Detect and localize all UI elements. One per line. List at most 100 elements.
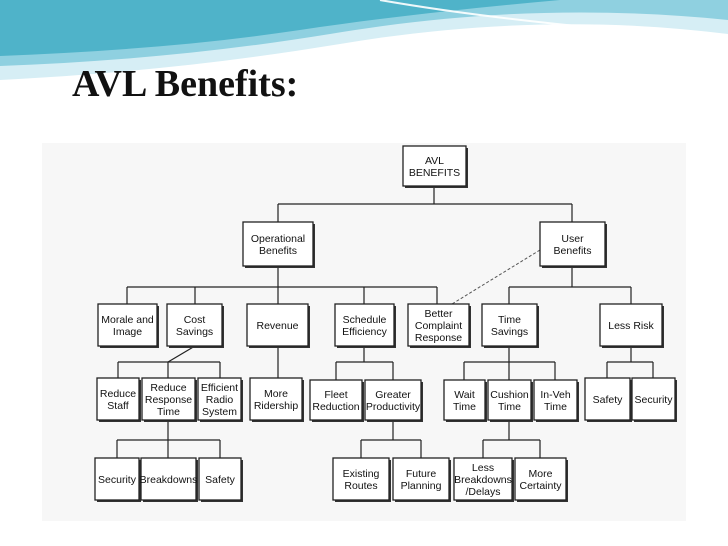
node-revenue: Revenue (246, 303, 310, 348)
node-box (481, 303, 538, 347)
node-label-line: BENEFITS (409, 167, 460, 179)
node-label-line: Breakdowns (140, 474, 198, 486)
node-label-line: Security (98, 474, 137, 486)
node-box (364, 379, 422, 421)
node-box (402, 145, 467, 187)
node-label-line: Reduce (150, 382, 186, 394)
node-label-line: Reduce (100, 388, 136, 400)
node-label-line: Efficiency (342, 326, 387, 338)
node-label-line: Future (406, 468, 437, 480)
node-box (140, 457, 197, 501)
node-box (392, 457, 450, 501)
node-label-line: Response (145, 394, 192, 406)
node-label-line: Response (415, 332, 462, 344)
node-less-risk: Less Risk (599, 303, 664, 348)
node-label-line: Operational (251, 233, 305, 245)
node-box (242, 221, 314, 267)
node-label-line: More (264, 388, 288, 400)
node-box (487, 379, 532, 421)
node-box (249, 377, 303, 421)
avl-benefits-tree-diagram: AVLBENEFITSOperationalBenefitsUserBenefi… (94, 145, 677, 502)
wave-highlight-line (379, 0, 728, 41)
node-label-line: In-Veh (540, 389, 571, 401)
node-box (197, 377, 242, 421)
node-box (443, 379, 486, 421)
node-box (246, 303, 309, 347)
node-box (309, 379, 363, 421)
node-label-line: Breakdowns (454, 474, 512, 486)
node-box (533, 379, 578, 421)
node-label-line: Safety (205, 474, 236, 486)
node-label-line: Time (544, 401, 567, 413)
node-label-line: Image (113, 326, 142, 338)
node-box (198, 457, 242, 501)
node-label-line: Wait (454, 389, 475, 401)
node-box (166, 303, 223, 347)
node-label-line: Existing (343, 468, 380, 480)
node-label-line: Benefits (259, 245, 297, 257)
node-box (599, 303, 663, 347)
node-label-line: Greater (375, 389, 411, 401)
slide-title: AVL Benefits: (72, 63, 299, 105)
node-label-line: Radio (206, 394, 234, 406)
connector-line (167, 345, 196, 363)
node-label-line: Security (635, 394, 674, 406)
node-label-line: Better (424, 308, 453, 320)
node-box (94, 457, 140, 501)
node-label-line: Routes (344, 480, 377, 492)
node-label-line: Less (472, 462, 494, 474)
node-label-line: System (202, 406, 237, 418)
node-box (141, 377, 196, 421)
node-label-line: Morale and (101, 314, 154, 326)
node-label-line: Time (453, 401, 476, 413)
node-box (332, 457, 390, 501)
node-label-line: More (529, 468, 553, 480)
node-box (97, 303, 158, 347)
node-label-line: Reduction (312, 401, 359, 413)
node-label-line: Revenue (256, 320, 298, 332)
node-label-line: Planning (401, 480, 442, 492)
node-label-line: Time (498, 314, 521, 326)
node-label-line: Less Risk (608, 320, 654, 332)
node-cost-safety: Safety (198, 457, 243, 502)
dashed-link-user-to-complaint (451, 249, 541, 305)
node-label-line: Safety (593, 394, 624, 406)
node-label-line: Ridership (254, 400, 299, 412)
node-cost-security: Security (94, 457, 141, 502)
node-risk-safety: Safety (584, 377, 632, 422)
node-label-line: Schedule (343, 314, 387, 326)
node-label-line: Savings (491, 326, 528, 338)
node-label-line: Certainty (519, 480, 562, 492)
node-label-line: Benefits (554, 245, 592, 257)
node-box (96, 377, 140, 421)
wave-dark-band (0, 0, 560, 56)
node-label-line: Complaint (415, 320, 462, 332)
node-box (584, 377, 631, 421)
node-breakdowns: Breakdowns (140, 457, 198, 502)
node-label-line: Fleet (324, 389, 347, 401)
node-label-line: Productivity (366, 401, 421, 413)
node-label-line: Staff (107, 400, 128, 412)
node-label-line: Time (498, 401, 521, 413)
node-box (453, 457, 513, 501)
node-risk-security: Security (631, 377, 677, 422)
